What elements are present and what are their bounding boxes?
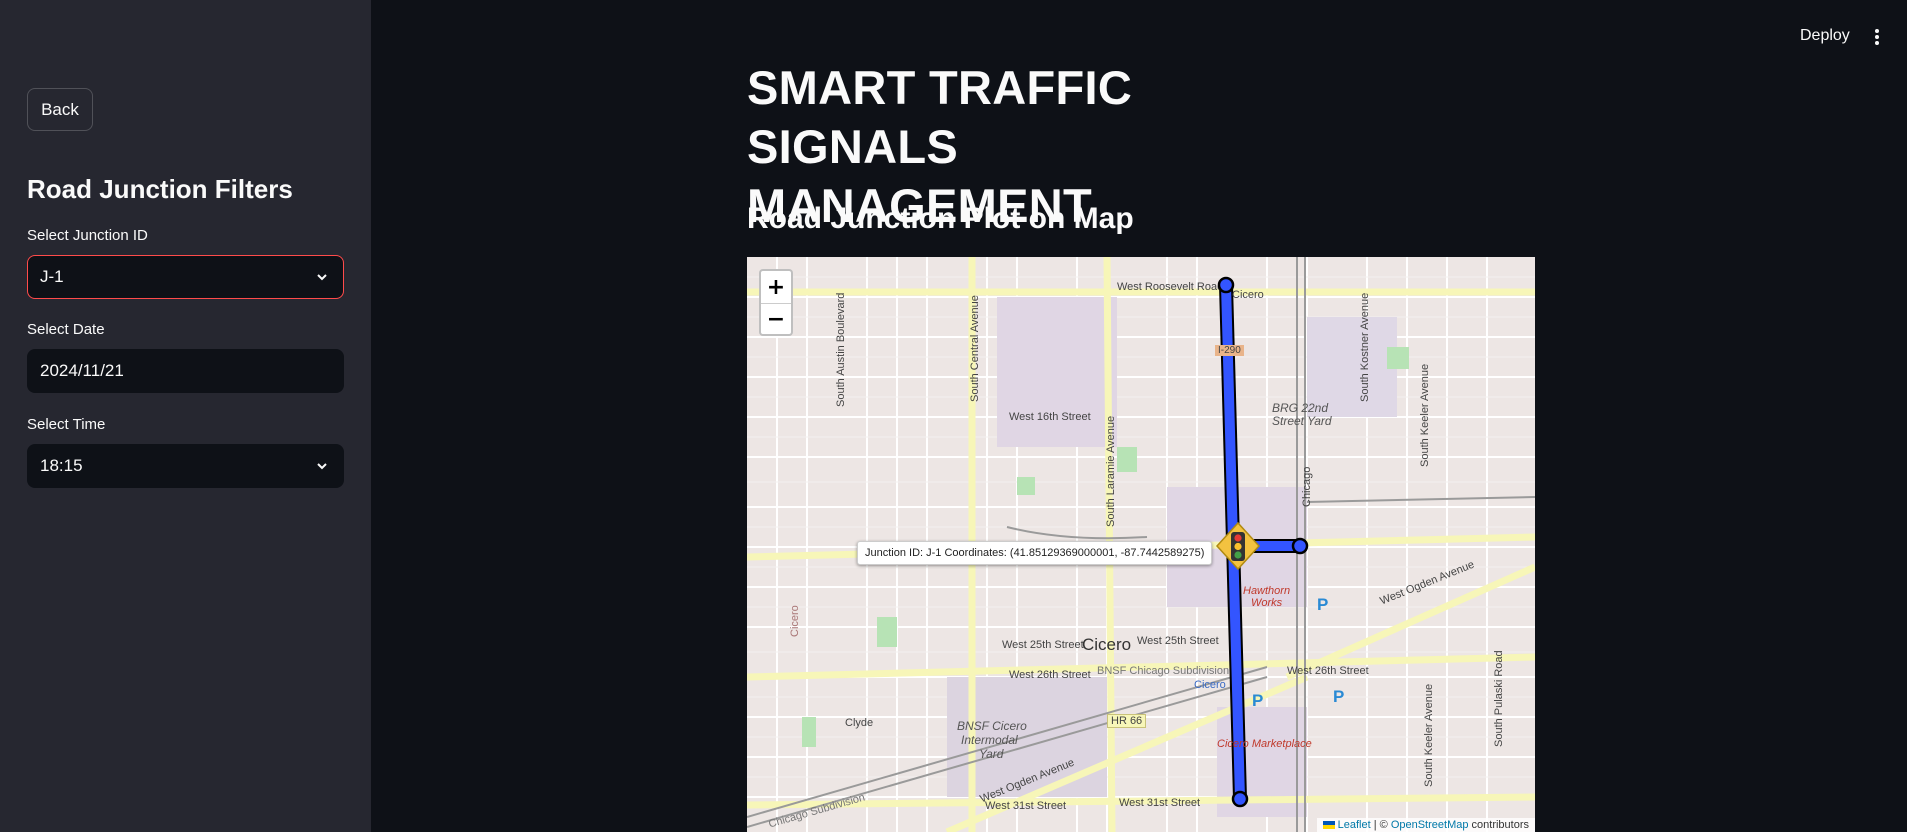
map-label: BNSF Chicago Subdivision — [1097, 665, 1230, 677]
map-label: West 31st Street — [985, 800, 1067, 812]
time-label: Select Time — [27, 416, 106, 433]
junction-id-value: J-1 — [40, 267, 64, 286]
map-attribution: Leaflet | © OpenStreetMap contributors — [1316, 818, 1535, 832]
parking-icon: P — [1317, 595, 1329, 614]
map-label: West 26th Street — [1287, 665, 1369, 677]
traffic-light-icon[interactable] — [1215, 521, 1261, 571]
map-label: South Laramie Avenue — [1105, 415, 1117, 527]
map-label: South Central Avenue — [969, 295, 981, 402]
leaflet-link[interactable]: Leaflet — [1337, 819, 1371, 831]
map-label: Clyde — [845, 717, 874, 729]
map-label: BRG 22nd — [1272, 401, 1329, 415]
map-label: Yard — [979, 747, 1004, 761]
map-label: West 16th Street — [1009, 411, 1091, 423]
parking-icon: P — [1252, 691, 1264, 710]
map-label: Street Yard — [1272, 414, 1332, 428]
map-label: South Keeler Avenue — [1419, 363, 1431, 467]
section-title: Road Junction Plot on Map — [747, 202, 1134, 235]
map-label: Cicero — [1082, 635, 1132, 654]
time-select[interactable]: 18:15 — [27, 444, 344, 488]
date-input[interactable]: 2024/11/21 — [27, 349, 344, 393]
junction-map[interactable]: West Roosevelt Road Cicero I-290 West 16… — [747, 257, 1535, 832]
map-label: Cicero Marketplace — [1217, 738, 1312, 750]
map-label: Hawthorn — [1243, 585, 1291, 597]
chevron-down-icon — [317, 463, 327, 470]
map-label: South Pulaski Road — [1493, 650, 1505, 747]
map-label: Works — [1251, 597, 1283, 609]
leaflet-flag-icon — [1322, 821, 1335, 830]
attribution-separator: | © — [1370, 819, 1391, 831]
attribution-tail: contributors — [1468, 819, 1529, 831]
map-label: HR 66 — [1107, 714, 1147, 728]
junction-id-label: Select Junction ID — [27, 227, 148, 244]
chevron-down-icon — [317, 274, 327, 281]
map-label: Cicero — [1232, 289, 1264, 301]
map-label: West 25th Street — [1137, 635, 1219, 647]
map-label: Intermodal — [961, 733, 1018, 747]
openstreetmap-link[interactable]: OpenStreetMap — [1390, 819, 1469, 831]
route-endpoint-north[interactable] — [1217, 276, 1235, 294]
page-title: SMART TRAFFIC SIGNALS MANAGEMENT — [747, 61, 1133, 232]
date-label: Select Date — [27, 321, 105, 338]
route-endpoint-east[interactable] — [1291, 537, 1309, 555]
route-endpoint-south[interactable] — [1231, 790, 1249, 808]
map-label: BNSF Cicero — [957, 719, 1027, 733]
kebab-menu-icon[interactable] — [1871, 28, 1883, 46]
back-button[interactable]: Back — [27, 88, 93, 131]
sidebar: Back Road Junction Filters Select Juncti… — [0, 0, 371, 832]
junction-tooltip: Junction ID: J-1 Coordinates: (41.851293… — [857, 541, 1213, 565]
deploy-button[interactable]: Deploy — [1800, 27, 1850, 44]
map-label: South Keeler Avenue — [1423, 683, 1435, 787]
map-label: West 25th Street — [1002, 639, 1084, 651]
zoom-out-button[interactable]: − — [761, 303, 791, 335]
map-label: Cicero — [789, 605, 801, 637]
map-label: South Kostner Avenue — [1359, 292, 1371, 402]
map-label: I-290 — [1215, 345, 1244, 356]
junction-id-select[interactable]: J-1 — [27, 255, 344, 299]
parking-icon: P — [1333, 687, 1345, 706]
map-label: West 31st Street — [1119, 797, 1201, 809]
time-value: 18:15 — [40, 456, 83, 475]
map-label: West Roosevelt Road — [1117, 281, 1224, 293]
zoom-in-button[interactable]: + — [766, 274, 786, 300]
map-label: Chicago — [1301, 466, 1313, 507]
map-label: Cicero — [1194, 679, 1226, 691]
map-label: South Austin Boulevard — [835, 292, 847, 407]
date-value: 2024/11/21 — [40, 361, 124, 380]
map-label: West 26th Street — [1009, 669, 1091, 681]
zoom-control: + − — [759, 269, 793, 336]
sidebar-heading: Road Junction Filters — [27, 174, 293, 204]
